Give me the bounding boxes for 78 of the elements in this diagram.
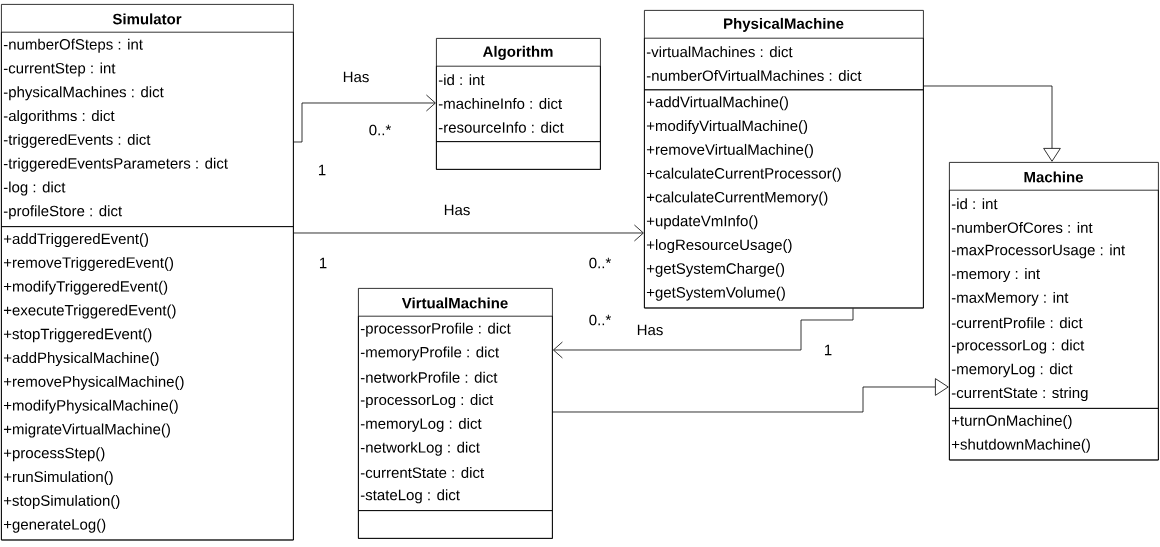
method-text: +calculateCurrentProcessor() (646, 167, 841, 182)
method-text: +modifyPhysicalMachine() (3, 399, 178, 414)
attribute-text: -processorLog : dict (360, 394, 494, 409)
compartment-box (436, 141, 601, 170)
attribute-text: -numberOfCores : int (951, 222, 1093, 233)
attribute-text: -triggeredEvents : dict (3, 133, 151, 148)
compartment-box (644, 89, 924, 309)
multiplicity-label: 1 (824, 344, 832, 356)
attribute-text: -memory : int (951, 268, 1040, 283)
method-text: +stopTriggeredEvent() (3, 328, 152, 343)
method-text: +getSystemCharge() (646, 262, 785, 277)
attribute-text: -networkProfile : dict (360, 371, 498, 383)
method-text: +runSimulation() (3, 471, 113, 486)
attribute-text: -processorProfile : dict (360, 322, 511, 337)
method-text: +executeTriggeredEvent() (3, 304, 176, 319)
compartment-box (358, 315, 553, 511)
compartment-box (644, 37, 924, 91)
method-text: +removeTriggeredEvent() (3, 256, 173, 271)
method-text: +removeVirtualMachine() (646, 143, 813, 158)
edge-label: Has (442, 203, 472, 217)
attribute-text: -memoryLog : dict (951, 363, 1073, 378)
edge-label: Has (341, 70, 371, 84)
attribute-text: -numberOfSteps : int (3, 38, 143, 53)
compartment-box (949, 189, 1159, 409)
compartment-box (949, 408, 1159, 461)
attribute-text: -currentProfile : dict (951, 317, 1083, 329)
edge-label: Has (635, 323, 665, 337)
method-text: +modifyTriggeredEvent() (3, 280, 168, 295)
association-arrow (293, 94, 436, 143)
compartment-box (1, 31, 294, 227)
method-text: +processStep() (3, 447, 105, 462)
multiplicity-label: 1 (319, 164, 326, 176)
generalization-arrow (923, 85, 1061, 162)
multiplicity-label: 1 (320, 257, 327, 269)
association-arrow (553, 308, 854, 359)
attribute-text: -currentState : string (951, 387, 1088, 402)
attribute-text: -triggeredEventsParameters : dict (3, 157, 228, 172)
compartment-box (358, 510, 553, 539)
attribute-text: -numberOfVirtualMachines : dict (646, 70, 862, 81)
attribute-text: -machineInfo : dict (438, 98, 563, 109)
method-text: +calculateCurrentMemory() (646, 191, 828, 206)
attribute-text: -currentStep : int (3, 62, 116, 77)
method-text: +addPhysicalMachine() (3, 352, 159, 367)
method-text: +removePhysicalMachine() (3, 375, 184, 390)
multiplicity-label: 0..* (369, 124, 392, 136)
attribute-text: -id : int (951, 198, 998, 210)
attribute-text: -physicalMachines : dict (3, 86, 164, 101)
method-text: +shutdownMachine() (951, 438, 1090, 453)
generalization-arrow (552, 378, 949, 413)
attribute-text: -memoryProfile : dict (360, 346, 499, 361)
compartment-box (436, 65, 601, 142)
method-text: +modifyVirtualMachine() (646, 120, 808, 135)
attribute-text: -memoryLog : dict (360, 417, 482, 432)
attribute-text: -log : dict (3, 181, 66, 196)
attribute-text: -resourceInfo : dict (438, 121, 564, 133)
attribute-text: -networkLog : dict (360, 441, 480, 456)
method-text: +stopSimulation() (3, 494, 120, 509)
attribute-text: -maxMemory : int (951, 291, 1069, 306)
multiplicity-label: 0..* (589, 257, 612, 269)
attribute-text: -virtualMachines : dict (646, 46, 793, 58)
compartment-box (1, 226, 294, 541)
attribute-text: -currentState : dict (360, 467, 485, 478)
method-text: +getSystemVolume() (646, 286, 785, 301)
attribute-text: -maxProcessorUsage : int (951, 244, 1125, 259)
method-text: +addVirtualMachine() (646, 96, 788, 111)
method-text: +logResourceUsage() (646, 239, 792, 254)
attribute-text: -profileStore : dict (3, 205, 122, 220)
method-text: +generateLog() (3, 518, 106, 533)
method-text: +turnOnMachine() (951, 414, 1072, 429)
method-text: +updateVmInfo() (646, 215, 758, 230)
attribute-text: -id : int (438, 74, 485, 86)
association-arrow (293, 224, 644, 242)
method-text: +addTriggeredEvent() (3, 233, 149, 248)
multiplicity-label: 0..* (589, 314, 612, 326)
attribute-text: -algorithms : dict (3, 110, 115, 125)
attribute-text: -stateLog : dict (360, 489, 460, 504)
attribute-text: -processorLog : dict (951, 339, 1085, 354)
method-text: +migrateVirtualMachine() (3, 423, 170, 438)
